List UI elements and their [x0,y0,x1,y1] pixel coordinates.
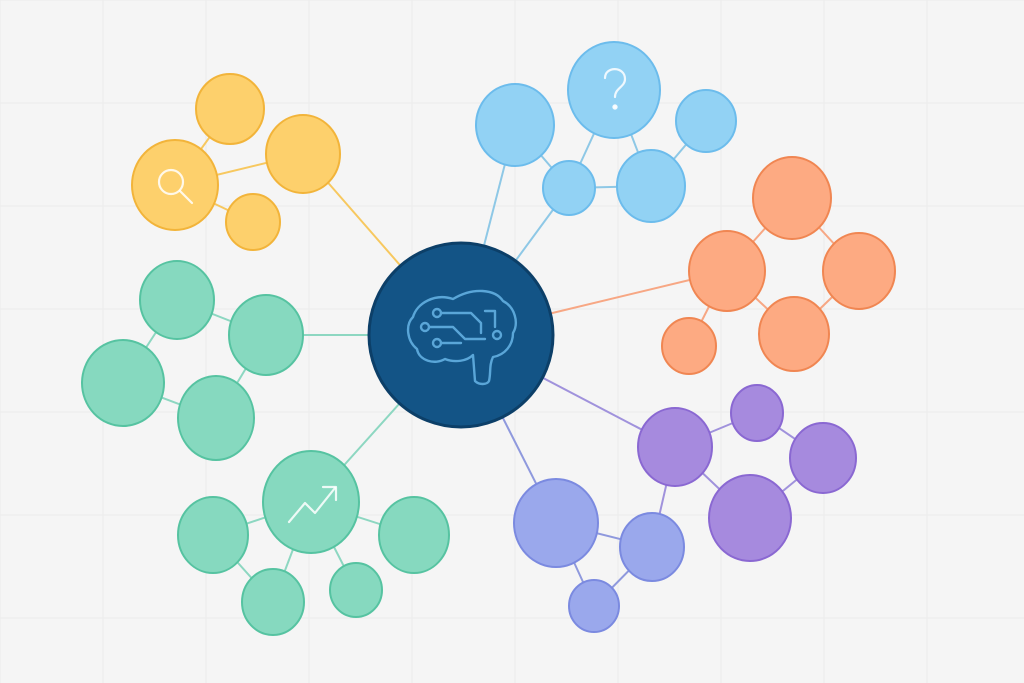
circuit-node [431,337,443,349]
cluster-node [567,41,661,139]
cluster-node [616,149,686,223]
circuit-trace [427,325,487,341]
cluster-node [688,230,766,312]
cluster-node [730,384,784,442]
cluster-node [131,139,219,231]
cluster-node [637,407,713,487]
magnifier-handle [178,189,194,205]
central-hub [367,241,555,429]
question-mark-curve [603,68,627,99]
circuit-node [431,307,443,319]
cluster-node [329,562,383,618]
circuit-node [491,329,503,341]
cluster-node [675,89,737,153]
brain-circuit-icon [406,289,517,386]
cluster-node [81,339,165,427]
magnifier-icon [157,168,194,205]
cluster-node [228,294,304,376]
question-mark-dot [612,104,618,110]
cluster-node [789,422,857,494]
brain-outline [406,289,517,386]
cluster-node [513,478,599,568]
cluster-node [177,375,255,461]
trend-up-icon [287,485,338,524]
cluster-node [708,474,792,562]
cluster-node [568,579,620,633]
cluster-node [241,568,305,636]
cluster-periwinkle [513,478,685,633]
cluster-purple [637,384,857,562]
circuit-trace [483,309,497,329]
trend-arrowhead [321,485,338,502]
magnifier-lens [157,168,185,196]
cluster-node [758,296,830,372]
circuit-node [419,321,431,333]
cluster-light-blue [475,41,737,223]
cluster-node [475,83,555,167]
cluster-nodes [81,41,896,636]
cluster-yellow [131,73,341,251]
cluster-teal-left [81,260,304,461]
question-mark-icon [603,68,627,110]
cluster-node [619,512,685,582]
trend-line [287,486,337,524]
cluster-node [822,232,896,310]
cluster-node [177,496,249,574]
cluster-node [542,160,596,216]
cluster-node [139,260,215,340]
cluster-orange [661,156,896,375]
cluster-node [225,193,281,251]
cluster-node [752,156,832,240]
cluster-teal-bottom [177,450,450,636]
cluster-node [378,496,450,574]
cluster-node [195,73,265,145]
circuit-trace [439,311,483,335]
cluster-node [262,450,360,554]
cluster-node [265,114,341,194]
cluster-node [661,317,717,375]
